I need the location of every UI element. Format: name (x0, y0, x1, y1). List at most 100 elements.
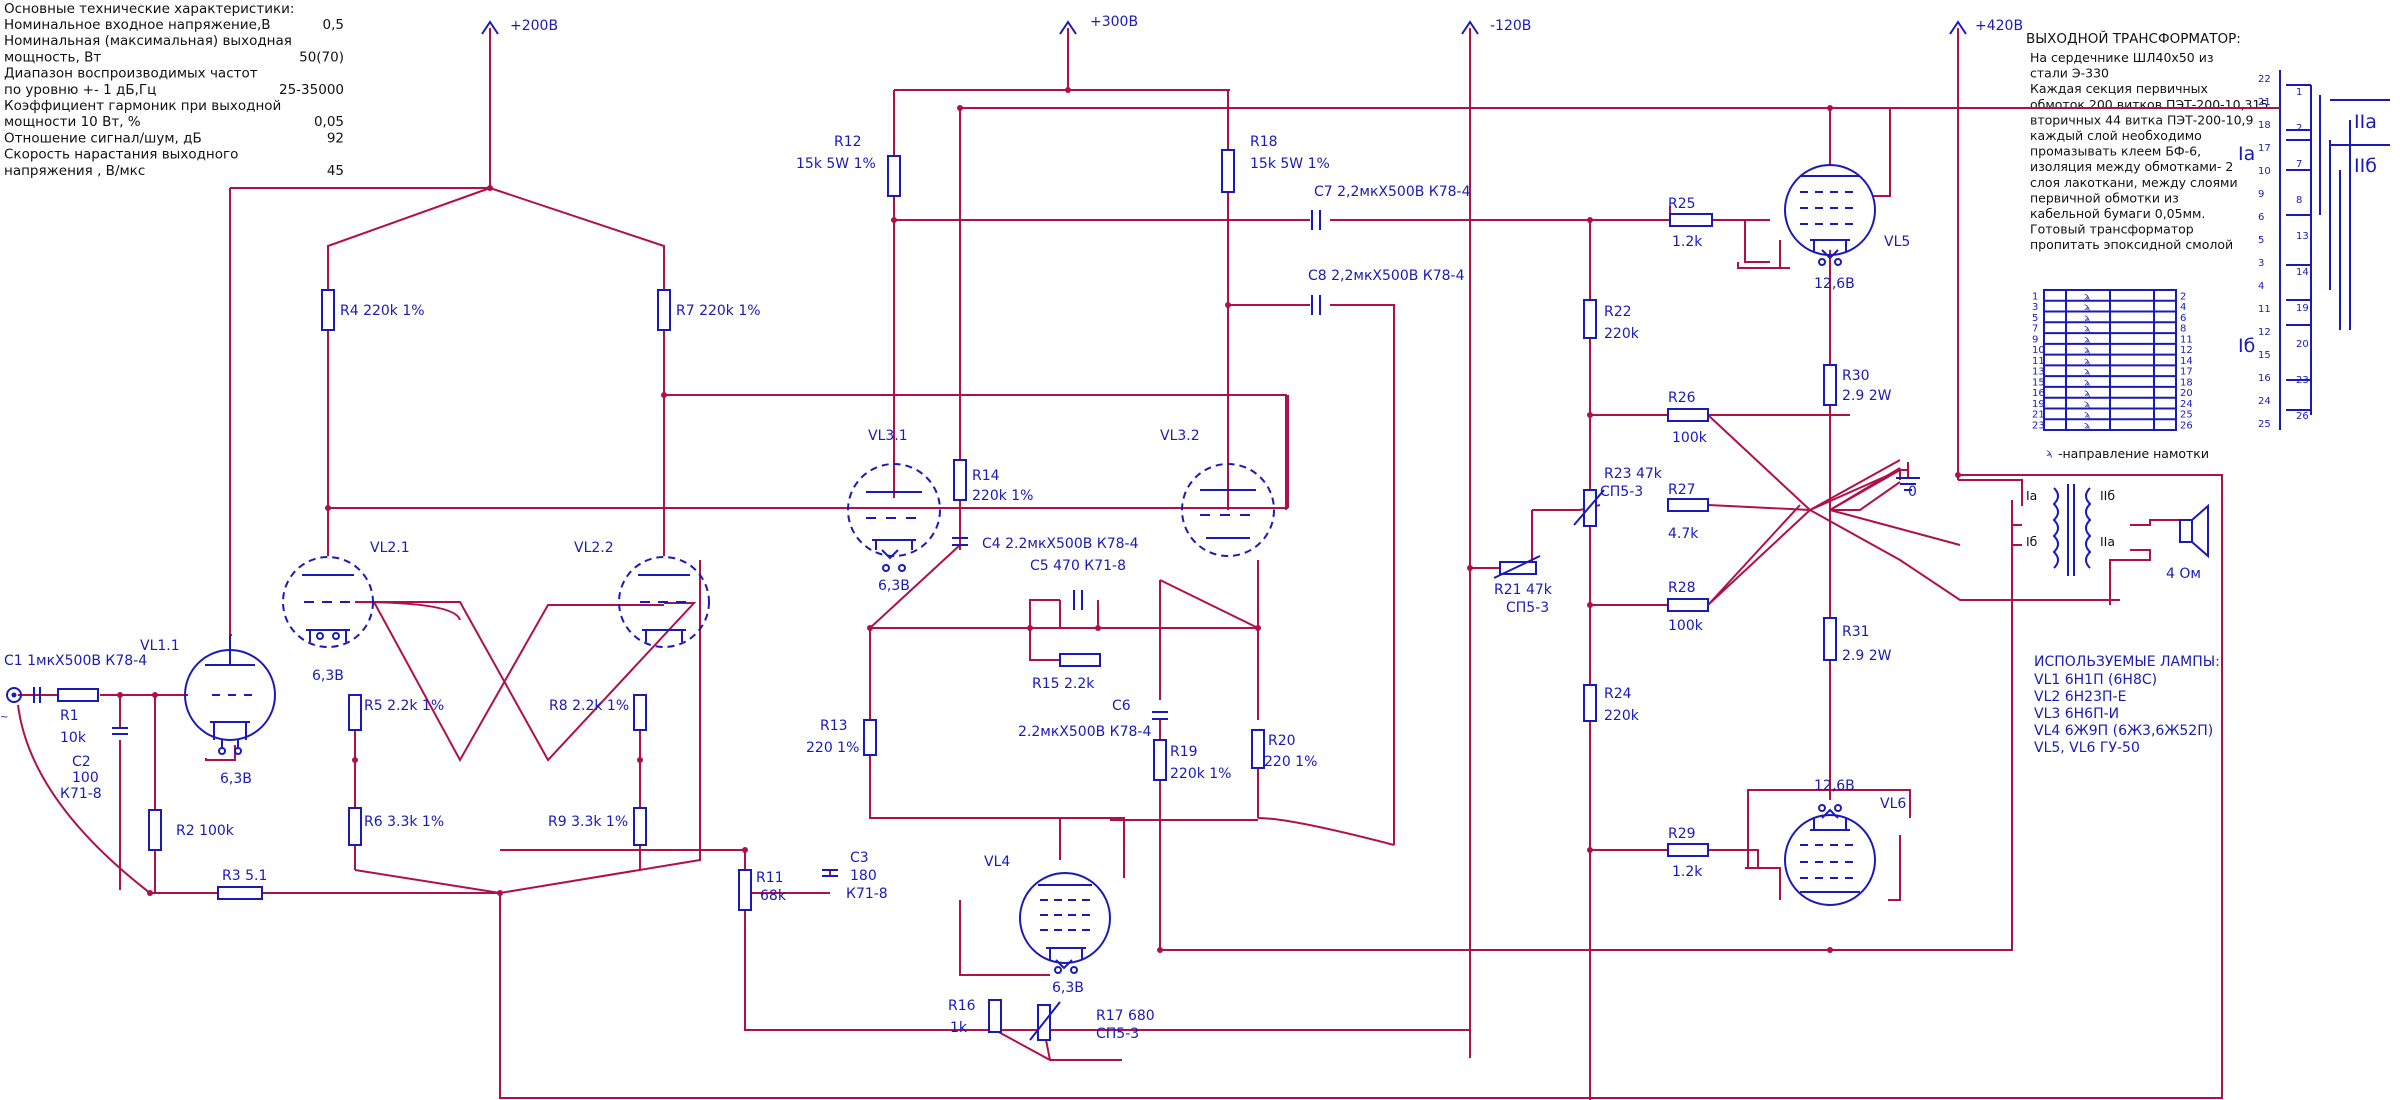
table-pin-left: 10 (2032, 345, 2045, 356)
winding-pin-a: 25 (2258, 419, 2271, 430)
tube-vl5: VL5 12,6В (1784, 164, 1910, 292)
junction-dot (117, 692, 123, 698)
transformer-note-line: обмоток 200 витков ПЭТ-200-10,315 (2030, 97, 2268, 112)
resistor-r25: R25 1.2k (1668, 196, 1713, 250)
resistor-r13: R13 220 1% (806, 718, 877, 756)
label-c6-value: 2.2мкХ500В К78-4 (1018, 724, 1151, 740)
label-r13: R13 (820, 718, 848, 734)
label-r2: R2 100k (176, 823, 235, 839)
table-pin-left: 5 (2032, 313, 2038, 324)
table-pin-left: 11 (2032, 356, 2045, 367)
table-pin-right: 25 (2180, 410, 2193, 421)
winding-pin-a: 15 (2258, 350, 2271, 361)
resistor-r9: R9 3.3k 1% (548, 807, 647, 846)
label-r15: R15 2.2k (1032, 676, 1095, 692)
transformer-note-line: промазывать клеем БФ-6, (2030, 144, 2201, 159)
label-c2-value1: 100 (72, 770, 99, 786)
table-pin-left: 3 (2032, 302, 2038, 313)
table-pin-right: 4 (2180, 302, 2186, 313)
junction-dot (661, 392, 667, 398)
label-vl3-1: VL3.1 (868, 428, 908, 444)
winding-pin-a: 21 (2258, 97, 2271, 108)
resistor-r16: R16 1k (948, 998, 1002, 1036)
spec-value: 0,05 (314, 114, 344, 130)
label-r5: R5 2.2k 1% (364, 698, 444, 714)
table-pin-right: 6 (2180, 313, 2186, 324)
winding-pin-b: 1 (2296, 87, 2302, 98)
junction-dot (1225, 302, 1231, 308)
spec-label: мощности 10 Вт, % (4, 114, 141, 130)
junction-dot (147, 890, 153, 896)
tube-vl4: VL4 6,3В (984, 854, 1111, 996)
resistor-r14: R14 220k 1% (953, 459, 1034, 504)
label-vl2-1: VL2.1 (370, 540, 410, 556)
spec-label: Номинальное входное напряжение,В (4, 17, 271, 33)
label-vl1-1-heater: 6,3В (220, 771, 252, 787)
label-vl6: VL6 (1880, 796, 1906, 812)
transformer-note-line: первичной обмотки из (2030, 190, 2179, 205)
label-r26-value: 100k (1672, 430, 1708, 446)
table-pin-left: 21 (2032, 410, 2045, 421)
junction-dot (352, 757, 358, 763)
label-r6: R6 3.3k 1% (364, 814, 444, 830)
label-r26: R26 (1668, 390, 1696, 406)
junction-dot (1587, 412, 1593, 418)
label-r11-value: 68k (760, 888, 787, 904)
junction-dot (742, 847, 748, 853)
winding-pin-b: 14 (2296, 267, 2309, 278)
winding-arrow-symbol: ϡ (2084, 313, 2090, 324)
label-c2: C2 (72, 754, 91, 770)
junction-dot (1827, 105, 1833, 111)
resistor-r22: R22 220k (1583, 299, 1640, 342)
winding-pin-a: 17 (2258, 143, 2271, 154)
speaker: 4 Ом (2166, 503, 2209, 582)
label-r13-value: 220 1% (806, 740, 859, 756)
label-vl1-1: VL1.1 (140, 638, 180, 654)
label-c3-value1: 180 (850, 868, 877, 884)
capacitor-c5: C5 470 К71-8 (1030, 558, 1126, 610)
resistor-r29: R29 1.2k (1667, 826, 1709, 880)
label-vl5: VL5 (1884, 234, 1910, 250)
input-jack[interactable]: ~ (0, 687, 22, 723)
winding-pin-a: 6 (2258, 212, 2264, 223)
spec-value: 0,5 (323, 17, 344, 33)
resistor-r31: R31 2.9 2W (1823, 617, 1892, 664)
junction-dot (957, 105, 963, 111)
resistor-r19: R19 220k 1% (1153, 739, 1232, 782)
winding-pin-b: 26 (2296, 411, 2309, 422)
junction-dot (637, 757, 643, 763)
table-pin-right: 2 (2180, 291, 2186, 302)
capacitor-c1: C1 1мкХ500В К78-4 (4, 653, 147, 703)
output-transformer: Iа Iб IIб IIа (2026, 484, 2115, 576)
table-pin-left: 13 (2032, 367, 2045, 378)
winding-pin-b: 2 (2296, 123, 2302, 134)
transformer-note-line: На сердечнике ШЛ40х50 из (2030, 50, 2213, 65)
transformer-note-line: пропитать эпоксидной смолой (2030, 237, 2233, 252)
svg-text:~: ~ (0, 712, 8, 723)
lamp-item: VL3 6Н6П-И (2034, 706, 2119, 722)
junction-dot (152, 692, 158, 698)
winding-label-ib: Iб (2238, 335, 2255, 357)
winding-pin-a: 18 (2258, 120, 2271, 131)
winding-arrow-symbol: ϡ (2084, 421, 2090, 432)
label-transformer-ia: Iа (2026, 488, 2037, 503)
junction-dot (891, 217, 897, 223)
specs-heading: Основные технические характеристики: (4, 1, 294, 17)
label-r17: R17 680 (1096, 1008, 1155, 1024)
label-r16: R16 (948, 998, 976, 1014)
spec-label: Диапазон воспроизводимых частот (4, 66, 258, 82)
resistor-r4: R4 220k 1% (321, 289, 425, 331)
resistor-r23: R23 47k СП5-3 (1573, 466, 1663, 527)
label-c4: C4 2.2мкХ500В К78-4 (982, 536, 1139, 552)
winding-pin-a: 4 (2258, 281, 2264, 292)
resistor-r2: R2 100k (148, 809, 235, 851)
tube-vl2-2: VL2.2 (574, 540, 710, 648)
label-r17-value: СП5-3 (1096, 1026, 1139, 1042)
label-r20-value: 220 1% (1264, 754, 1317, 770)
spec-value: 50(70) (299, 49, 344, 65)
resistor-r8: R8 2.2k 1% (549, 694, 647, 731)
resistor-r12: R12 15k 5W 1% (796, 134, 901, 197)
winding-legend: -направление намотки (2058, 446, 2209, 461)
junction-dot (1027, 625, 1033, 631)
resistor-r28: R28 100k (1667, 580, 1709, 634)
